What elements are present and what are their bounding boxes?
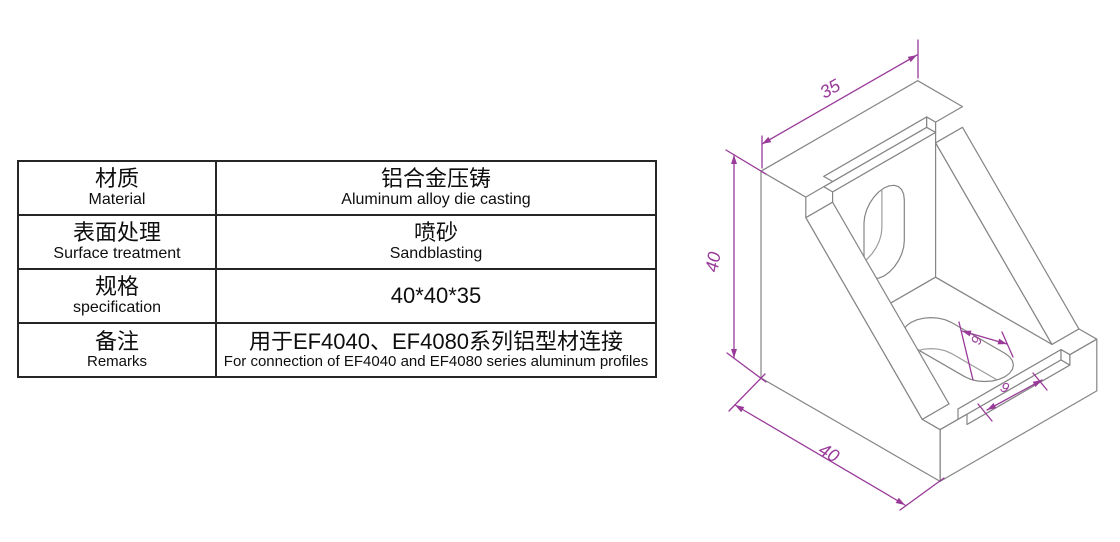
extension-line	[977, 403, 993, 422]
spec-label-cell: 规格 specification	[17, 268, 217, 324]
dimension-arrowhead	[962, 330, 972, 337]
dimension-arrowhead	[731, 155, 737, 164]
dimension-arrowhead	[762, 136, 772, 144]
spec-value-cell: 40*40*35	[215, 268, 657, 324]
surface-value-zh: 喷砂	[413, 220, 458, 246]
dimension-label-length: 40	[815, 439, 842, 466]
extension-line	[899, 477, 945, 511]
dimension-arrowhead	[731, 349, 737, 358]
spec-value: 40*40*35	[390, 282, 482, 308]
surface-value-cell: 喷砂 Sandblasting	[215, 214, 657, 270]
bracket-top-face	[760, 80, 964, 198]
dimension-arrowhead	[1032, 380, 1042, 387]
dimension-arrowhead	[735, 405, 745, 413]
dimension-label-height: 40	[702, 250, 725, 273]
table-row-surface-treatment: 表面处理 Surface treatment 喷砂 Sandblasting	[17, 214, 657, 270]
bracket-end-face	[939, 338, 1098, 482]
bracket-far-hypotenuse	[935, 126, 1080, 345]
remarks-value-en: For connection of EF4040 and EF4080 seri…	[223, 353, 649, 371]
dimension-line	[986, 379, 1043, 411]
material-value-en: Aluminum alloy die casting	[341, 190, 531, 208]
extension-line	[958, 321, 974, 381]
dimension-slot-width: 9	[958, 321, 1014, 381]
surface-label-en: Surface treatment	[53, 244, 181, 262]
remarks-label-zh: 备注	[94, 328, 139, 354]
spec-label-zh: 规格	[94, 274, 139, 300]
extension-line	[725, 149, 767, 175]
remarks-value-cell: 用于EF4040、EF4080系列铝型材连接 For connection of…	[215, 322, 657, 378]
material-value-zh: 铝合金压铸	[380, 166, 491, 192]
vertical-slot-inner-edge	[864, 185, 883, 267]
spec-label-en: specification	[72, 298, 162, 316]
bracket-near-side-face	[760, 170, 941, 482]
dimension-arrowhead	[907, 55, 917, 63]
table-row-remarks: 备注 Remarks 用于EF4040、EF4080系列铝型材连接 For co…	[17, 322, 657, 378]
table-row-material: 材质 Material 铝合金压铸 Aluminum alloy die cas…	[17, 160, 657, 216]
material-label-zh: 材质	[94, 166, 139, 192]
extension-line	[726, 352, 767, 383]
table-row-specification: 规格 specification 40*40*35	[17, 268, 657, 324]
remarks-label-cell: 备注 Remarks	[17, 322, 217, 378]
surface-label-cell: 表面处理 Surface treatment	[17, 214, 217, 270]
material-label-en: Material	[88, 190, 146, 208]
dimension-height: 40	[702, 149, 767, 383]
extension-line	[1001, 331, 1014, 358]
surface-label-zh: 表面处理	[72, 220, 161, 246]
dimension-line	[761, 54, 918, 145]
spec-table: 材质 Material 铝合金压铸 Aluminum alloy die cas…	[17, 160, 657, 378]
extension-line	[728, 373, 766, 412]
surface-value-en: Sandblasting	[389, 244, 483, 262]
dimension-arrowhead	[997, 338, 1007, 345]
dimension-arrowhead	[895, 497, 905, 505]
dimension-line	[734, 404, 906, 506]
dimension-arrowhead	[987, 403, 997, 410]
remarks-label-en: Remarks	[86, 353, 147, 371]
remarks-value-zh: 用于EF4040、EF4080系列铝型材连接	[248, 328, 624, 354]
corner-bracket-40x40x35-isometric-view	[760, 80, 1098, 482]
material-value-cell: 铝合金压铸 Aluminum alloy die casting	[215, 160, 657, 216]
material-label-cell: 材质 Material	[17, 160, 217, 216]
